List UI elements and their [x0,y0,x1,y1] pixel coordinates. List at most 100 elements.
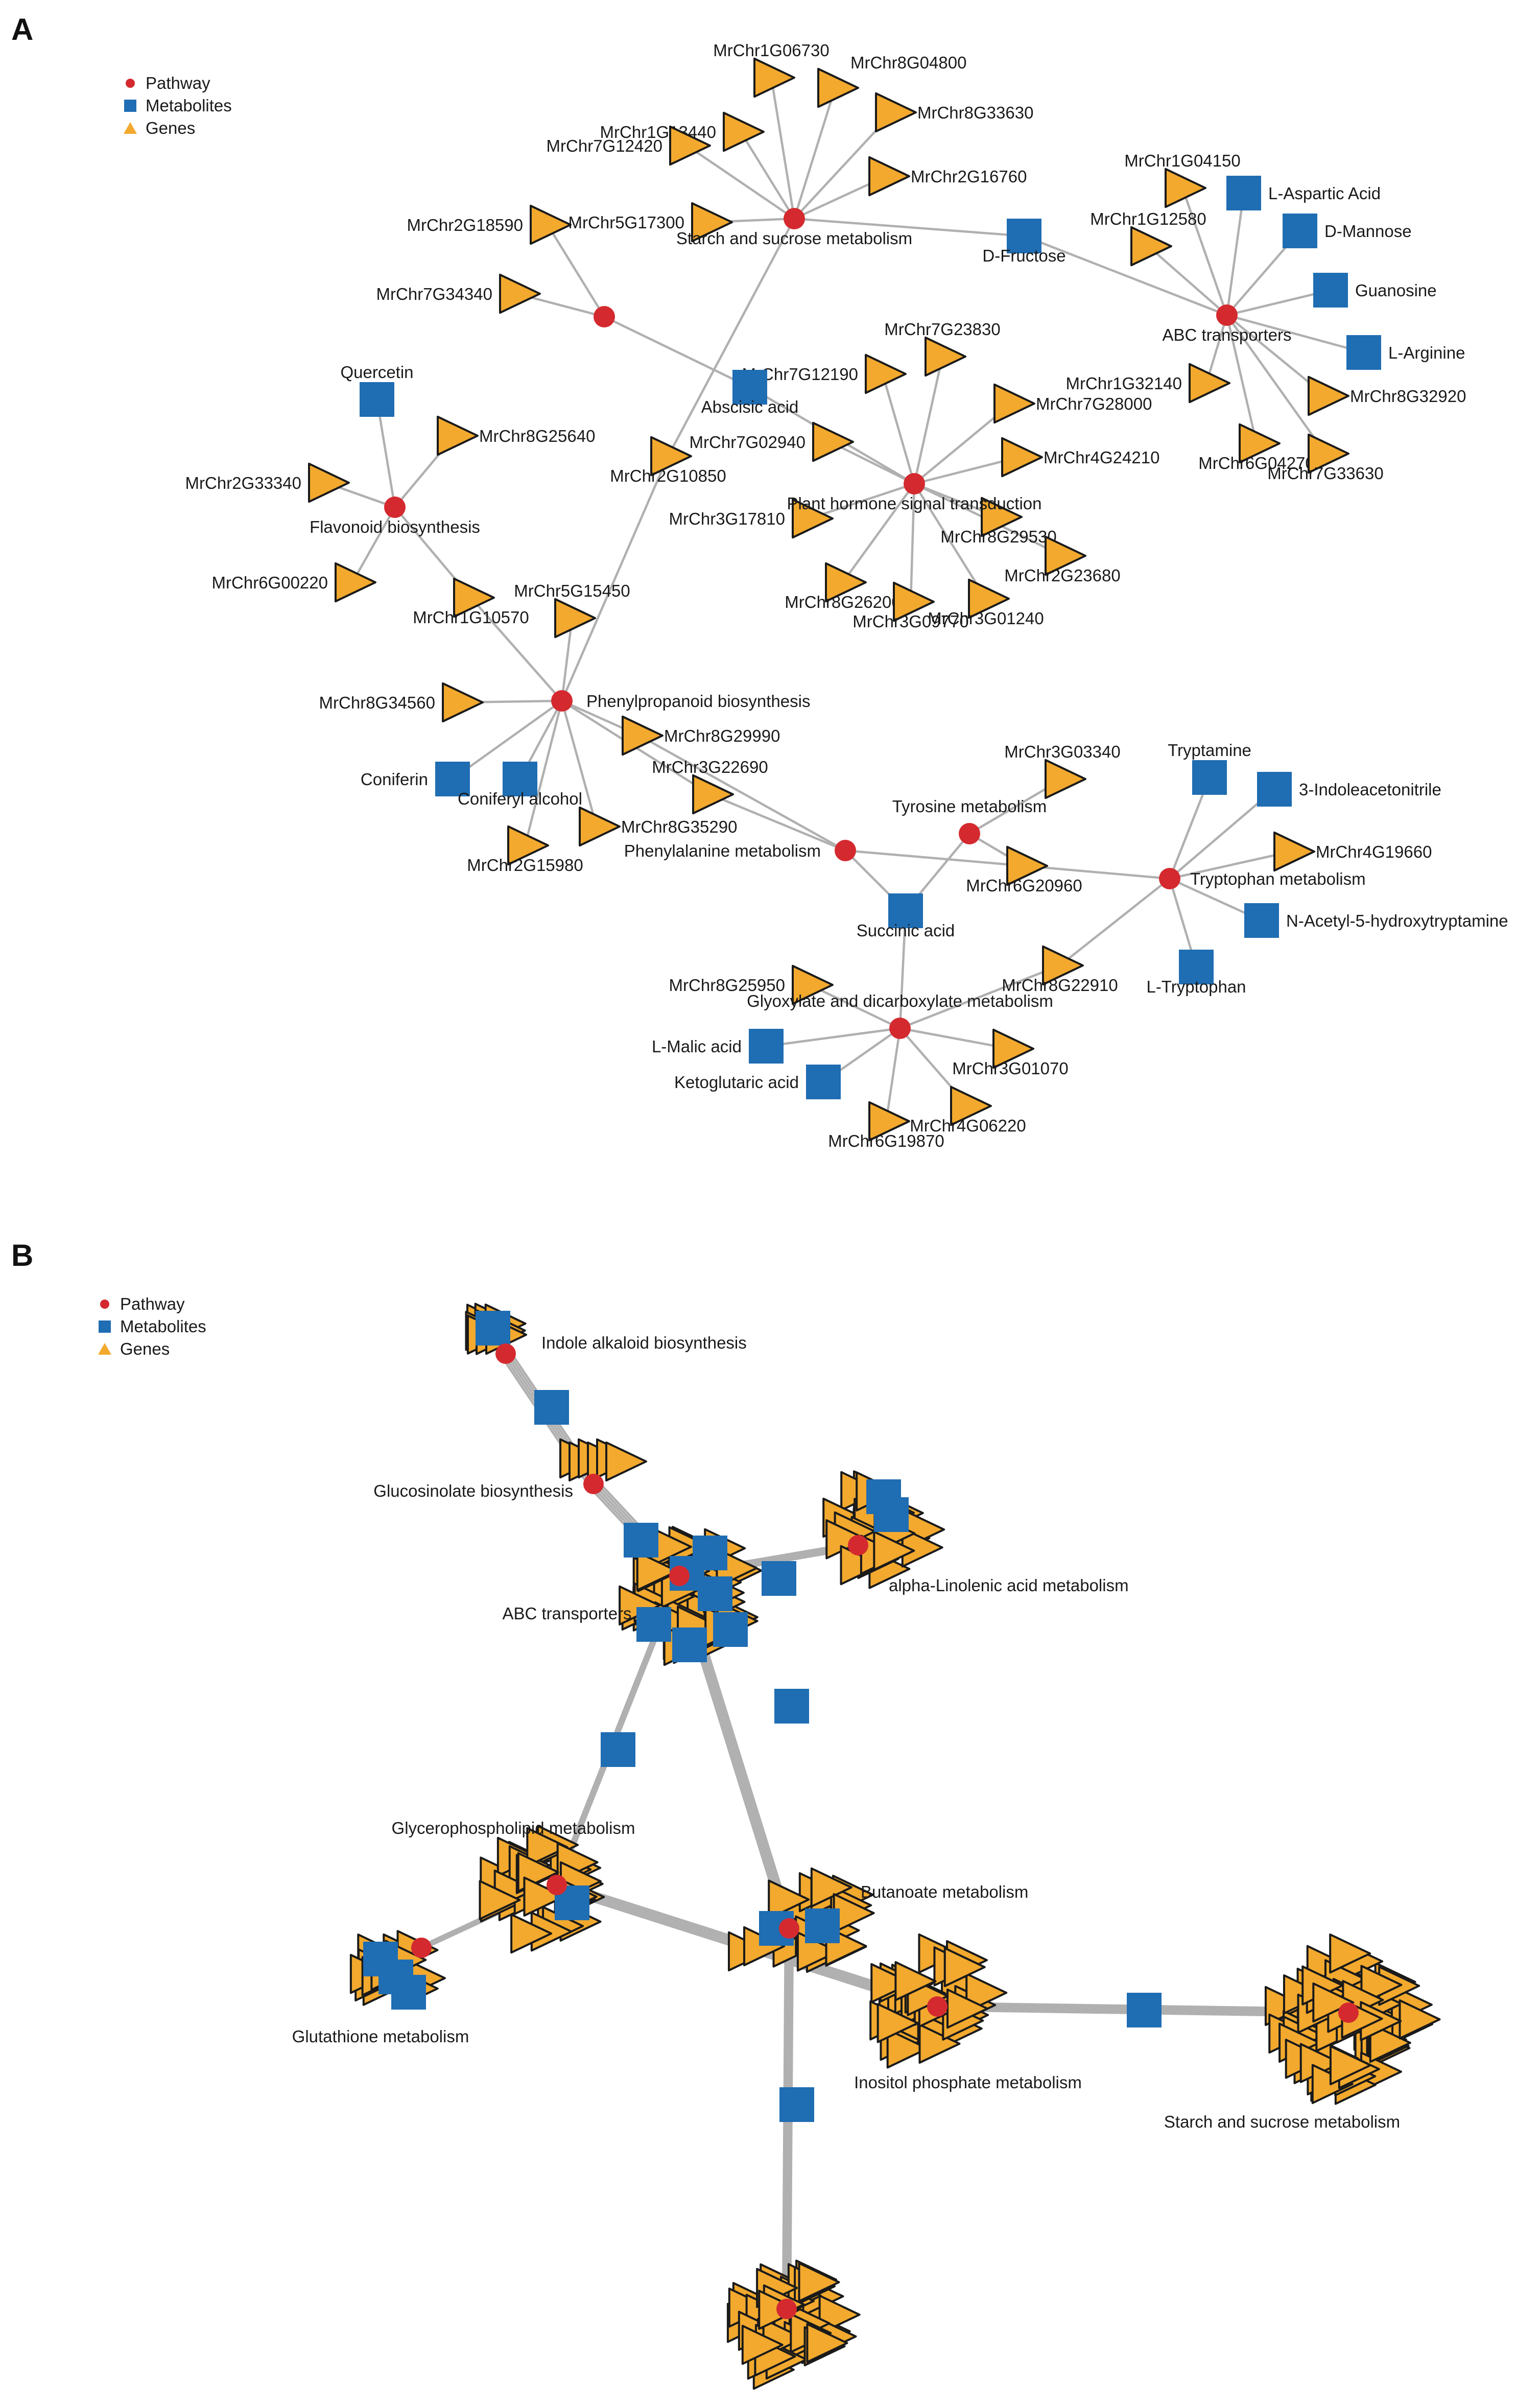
edge-p_glyox-m_malic [766,1027,901,1048]
edge-p_unnamed-g8 [547,224,605,318]
pathway-label-p_glyox: Glyoxylate and dicarboxylate metabolism [747,992,1053,1010]
gene-node-g18 [993,383,1035,424]
gene-node-g14 [1239,423,1281,464]
gene-node-g9 [499,273,541,314]
edge-p_plant-g27 [913,483,987,600]
gene-node-g13 [1308,375,1349,416]
gene-marker-b_starch [1329,1933,1371,1974]
gene-node-g35 [692,774,734,815]
gene-label-g23: MrChr8G29530 [940,527,1056,546]
gene-marker-b_inositol [965,1972,1008,2013]
pathway-node-b_inositol [927,1996,947,2017]
edge-p_starch-g4 [740,131,795,220]
gene-node-g26 [893,581,935,622]
gene-marker-b_butan [810,1867,852,1908]
edge-p_abc-m_arg [1226,314,1364,354]
pathway-node-p_unnamed [594,306,615,327]
edge-m_dfru-p_abc [1024,234,1227,317]
gene-label-g39: MrChr6G20960 [966,876,1082,895]
gene-marker-b_oxphos [798,2262,840,2302]
gene-node-g1 [753,57,795,98]
metabolite-marker-b_abc [698,1576,732,1611]
gene-node-g25 [825,562,867,603]
gene-node-g29 [308,462,350,503]
gene-node-g28 [437,415,479,456]
gene-label-g19: MrChr4G24210 [1044,448,1159,467]
edge-p_starch-g21 [667,218,795,457]
pathway-label-b_starch: Starch and sucrose metabolism [1164,2112,1400,2131]
gene-label-g42: MrChr8G25950 [669,976,785,995]
edge-p_phe-g39 [845,849,1025,867]
metabolite-marker-b_indole [476,1311,510,1346]
metabolite-node-m_dfru [1007,219,1041,253]
gene-node-g23 [981,497,1023,537]
gene-node-g39 [1006,845,1048,886]
gene-node-g3 [875,92,917,133]
pathway-node-b_abc [669,1566,690,1586]
metabolite-node-m_arg [1346,335,1381,370]
gene-marker-b_glycero [523,1876,565,1917]
metabolite-label-m_nacetyl: N-Acetyl-5-hydroxytryptamine [1286,911,1508,930]
pathway-label-b_butan: Butanoate metabolism [861,1882,1028,1901]
edge-p_plant-g26 [909,483,916,602]
gene-node-g22 [792,498,834,539]
panel-a-legend-metabolite-label: Metabolites [146,96,232,115]
metabolite-node-m_tryptamine [1192,760,1227,795]
edge-p_starch-g1 [770,77,796,219]
metabolite-node-m_quer [360,382,394,417]
edge-g41-p_glyox [899,964,1060,1030]
pathway-node-p_glyox [889,1018,911,1039]
gene-label-g30: MrChr6G00220 [212,573,328,592]
gene-node-g6 [868,156,910,197]
pathway-node-p_plant [904,473,925,494]
panel-b-legend-gene-label: Genes [120,1339,170,1358]
metabolite-marker-b_butan [805,1908,840,1943]
metabolite-marker-b_abc [713,1612,748,1647]
gene-node-g4 [723,111,765,152]
edge-p_abc-g12 [1205,315,1228,384]
gene-label-g35: MrChr3G22690 [652,758,768,776]
gene-node-g16 [925,336,966,377]
gene-node-g40 [1273,831,1315,872]
edge-p_plant-g25 [842,483,915,583]
edge-p_plant-g17 [881,373,916,484]
gene-node-g44 [950,1086,992,1126]
pathway-label-b_inositol: Inositol phosphate metabolism [854,2073,1082,2092]
gene-label-g31: MrChr1G10570 [413,608,529,627]
edge-b_butan-b_oxphos [781,1931,787,2313]
gene-node-g7 [691,202,733,243]
gene-label-g45: MrChr6G19870 [828,1131,944,1150]
edge-g21-p_phenylprop [560,456,670,701]
gene-label-g13: MrChr8G32920 [1350,387,1466,406]
pathway-node-b_indole [495,1343,516,1364]
gene-label-g6: MrChr2G16760 [911,167,1027,186]
edge-p_glyox-g42 [809,983,901,1030]
panel-b-letter: B [11,1238,33,1272]
gene-label-g22: MrChr3G17810 [669,509,785,528]
gene-label-g40: MrChr4G19660 [1316,842,1432,861]
gene-marker-b_inositol [886,2028,929,2069]
gene-node-g38 [1045,759,1086,799]
gene-marker-b_glycero [479,1880,521,1920]
pathway-label-b_indole: Indole alkaloid biosynthesis [541,1333,747,1352]
panel-a-legend-pathway-marker [126,79,135,88]
pathway-node-p_starch [784,208,805,229]
pathway-node-p_abc [1216,304,1238,326]
pathway-label-p_flav: Flavonoid biosynthesis [310,517,480,536]
gene-label-g43: MrChr3G01070 [952,1059,1068,1078]
gene-marker-b_inositol [918,2023,961,2064]
edge-p_flav-g30 [351,506,396,583]
metabolite-marker-b_indole [534,1390,569,1425]
pathway-node-b_gluco [583,1474,604,1494]
metabolite-node-m_asp [1226,176,1261,210]
gene-label-g15: MrChr7G33630 [1267,464,1383,483]
pathway-label-b_alpha: alpha-Linolenic acid metabolism [889,1576,1129,1595]
edge-g34-p_phe [638,735,846,852]
panel-b-legend-pathway-marker [100,1300,109,1309]
gene-node-g31 [453,577,495,618]
metabolite-marker-b_abc [601,1732,635,1767]
edge-p_phenylprop-m_conif [452,700,563,780]
